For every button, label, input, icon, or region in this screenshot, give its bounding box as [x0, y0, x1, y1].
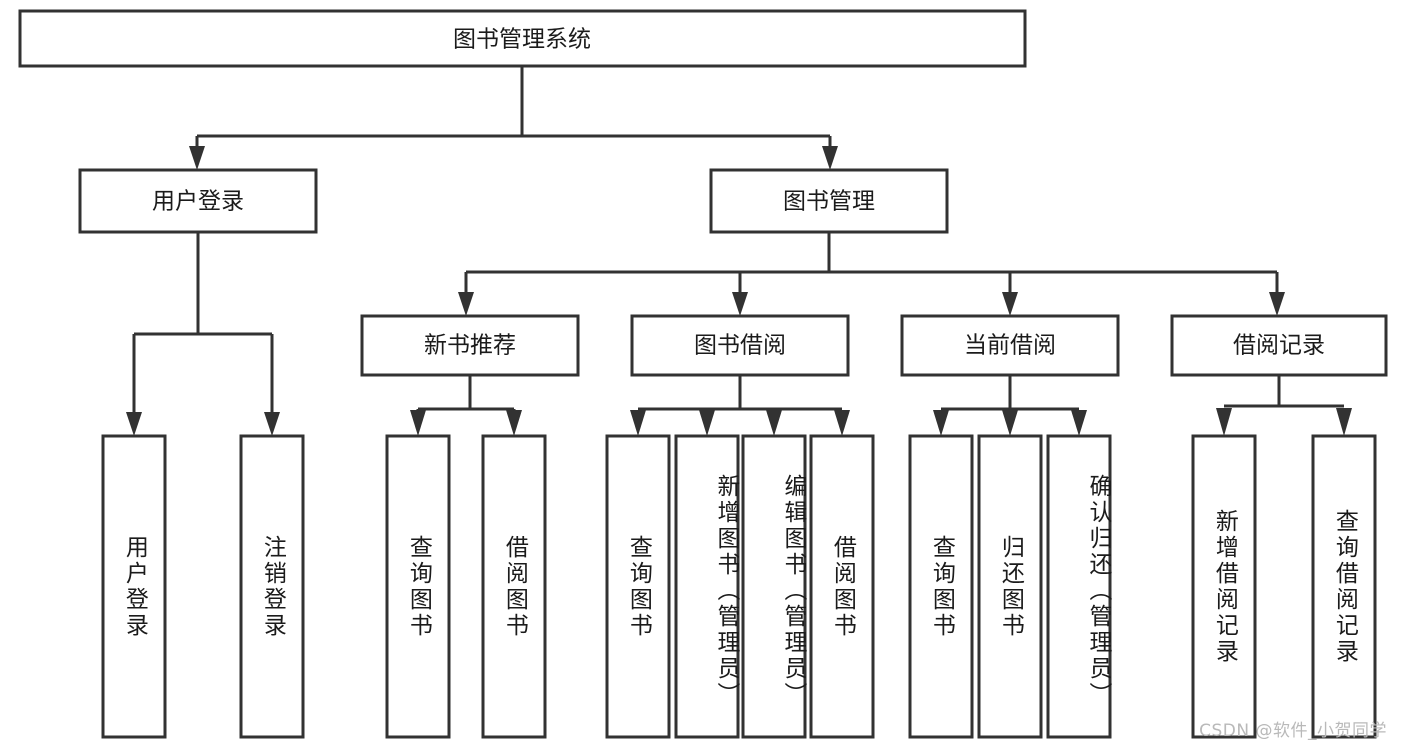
arrow-head-leaf-borrow-record-1: [1336, 408, 1352, 436]
arrow-head-leaf-borrow-record-0: [1216, 408, 1232, 436]
node-user-login-label: 用户登录: [152, 189, 244, 215]
node-book-borrow-box[interactable]: [630, 314, 850, 377]
connector-new-book-to-leaves: [410, 375, 522, 436]
node-book-borrow-label: 图书借阅: [694, 333, 786, 359]
leaf-box-current-borrow-1[interactable]: [977, 434, 1043, 739]
leaf-box-book-borrow-3[interactable]: [809, 434, 875, 739]
connector-current-borrow-to-leaves: [933, 375, 1087, 436]
arrow-head-to-new-book: [458, 292, 474, 316]
arrow-head-leaf-current-borrow-0: [933, 410, 949, 436]
leaf-box-user-login-1[interactable]: [239, 434, 305, 739]
connector-user-login-to-leaves: [126, 232, 280, 436]
node-current-borrow-box[interactable]: [900, 314, 1120, 377]
node-borrow-record[interactable]: 借阅记录: [1170, 314, 1388, 377]
arrow-head-leaf-book-borrow-2: [766, 410, 782, 436]
node-root-box[interactable]: [18, 9, 1027, 68]
connector-borrow-record-to-leaves: [1216, 375, 1352, 436]
arrow-head-to-user-login: [189, 146, 205, 170]
node-root[interactable]: 图书管理系统: [18, 9, 1027, 68]
connector-root-to-level2: [189, 66, 838, 170]
node-new-book-recommend[interactable]: 新书推荐: [360, 314, 580, 377]
node-book-borrow[interactable]: 图书借阅: [630, 314, 850, 377]
leaf-box-current-borrow-0[interactable]: [908, 434, 974, 739]
leaf-box-new-book-0[interactable]: [385, 434, 451, 739]
node-root-label: 图书管理系统: [453, 27, 591, 53]
arrow-head-leaf-new-book-1: [506, 410, 522, 436]
node-book-manage-box[interactable]: [709, 168, 949, 234]
arrow-head-leaf-user-login-1: [264, 412, 280, 436]
node-user-login[interactable]: 用户登录: [78, 168, 318, 234]
arrow-head-leaf-book-borrow-1: [699, 410, 715, 436]
arrow-head-leaf-current-borrow-1: [1002, 410, 1018, 436]
arrow-head-leaf-book-borrow-3: [834, 410, 850, 436]
node-current-borrow-label: 当前借阅: [964, 333, 1056, 359]
leaf-box-user-login-0[interactable]: [101, 434, 167, 739]
node-current-borrow[interactable]: 当前借阅: [900, 314, 1120, 377]
arrow-head-leaf-new-book-0: [410, 410, 426, 436]
arrow-head-to-book-manage: [822, 146, 838, 170]
node-book-manage-label: 图书管理: [783, 189, 875, 215]
arrow-head-to-book-borrow: [732, 292, 748, 316]
connector-book-borrow-to-leaves: [630, 375, 850, 436]
arrow-head-leaf-book-borrow-0: [630, 410, 646, 436]
arrow-head-leaf-user-login-0: [126, 412, 142, 436]
leaf-box-borrow-record-0[interactable]: [1191, 434, 1257, 739]
leaf-box-new-book-1[interactable]: [481, 434, 547, 739]
node-new-book-recommend-label: 新书推荐: [424, 333, 516, 359]
node-book-manage[interactable]: 图书管理: [709, 168, 949, 234]
node-new-book-recommend-box[interactable]: [360, 314, 580, 377]
leaf-box-borrow-record-1[interactable]: [1311, 434, 1377, 739]
csdn-watermark: CSDN @软件_小贺同学: [1199, 721, 1387, 741]
node-borrow-record-box[interactable]: [1170, 314, 1388, 377]
leaf-box-book-borrow-1[interactable]: [674, 434, 740, 739]
node-borrow-record-label: 借阅记录: [1233, 333, 1325, 359]
connector-book-manage-to-level3: [458, 232, 1285, 316]
arrow-head-to-borrow-record: [1269, 292, 1285, 316]
arrow-head-to-current-borrow: [1002, 292, 1018, 316]
leaf-box-book-borrow-0[interactable]: [605, 434, 671, 739]
arrow-head-leaf-current-borrow-2: [1071, 410, 1087, 436]
leaf-box-book-borrow-2[interactable]: [741, 434, 807, 739]
leaf-box-current-borrow-2[interactable]: [1046, 434, 1112, 739]
